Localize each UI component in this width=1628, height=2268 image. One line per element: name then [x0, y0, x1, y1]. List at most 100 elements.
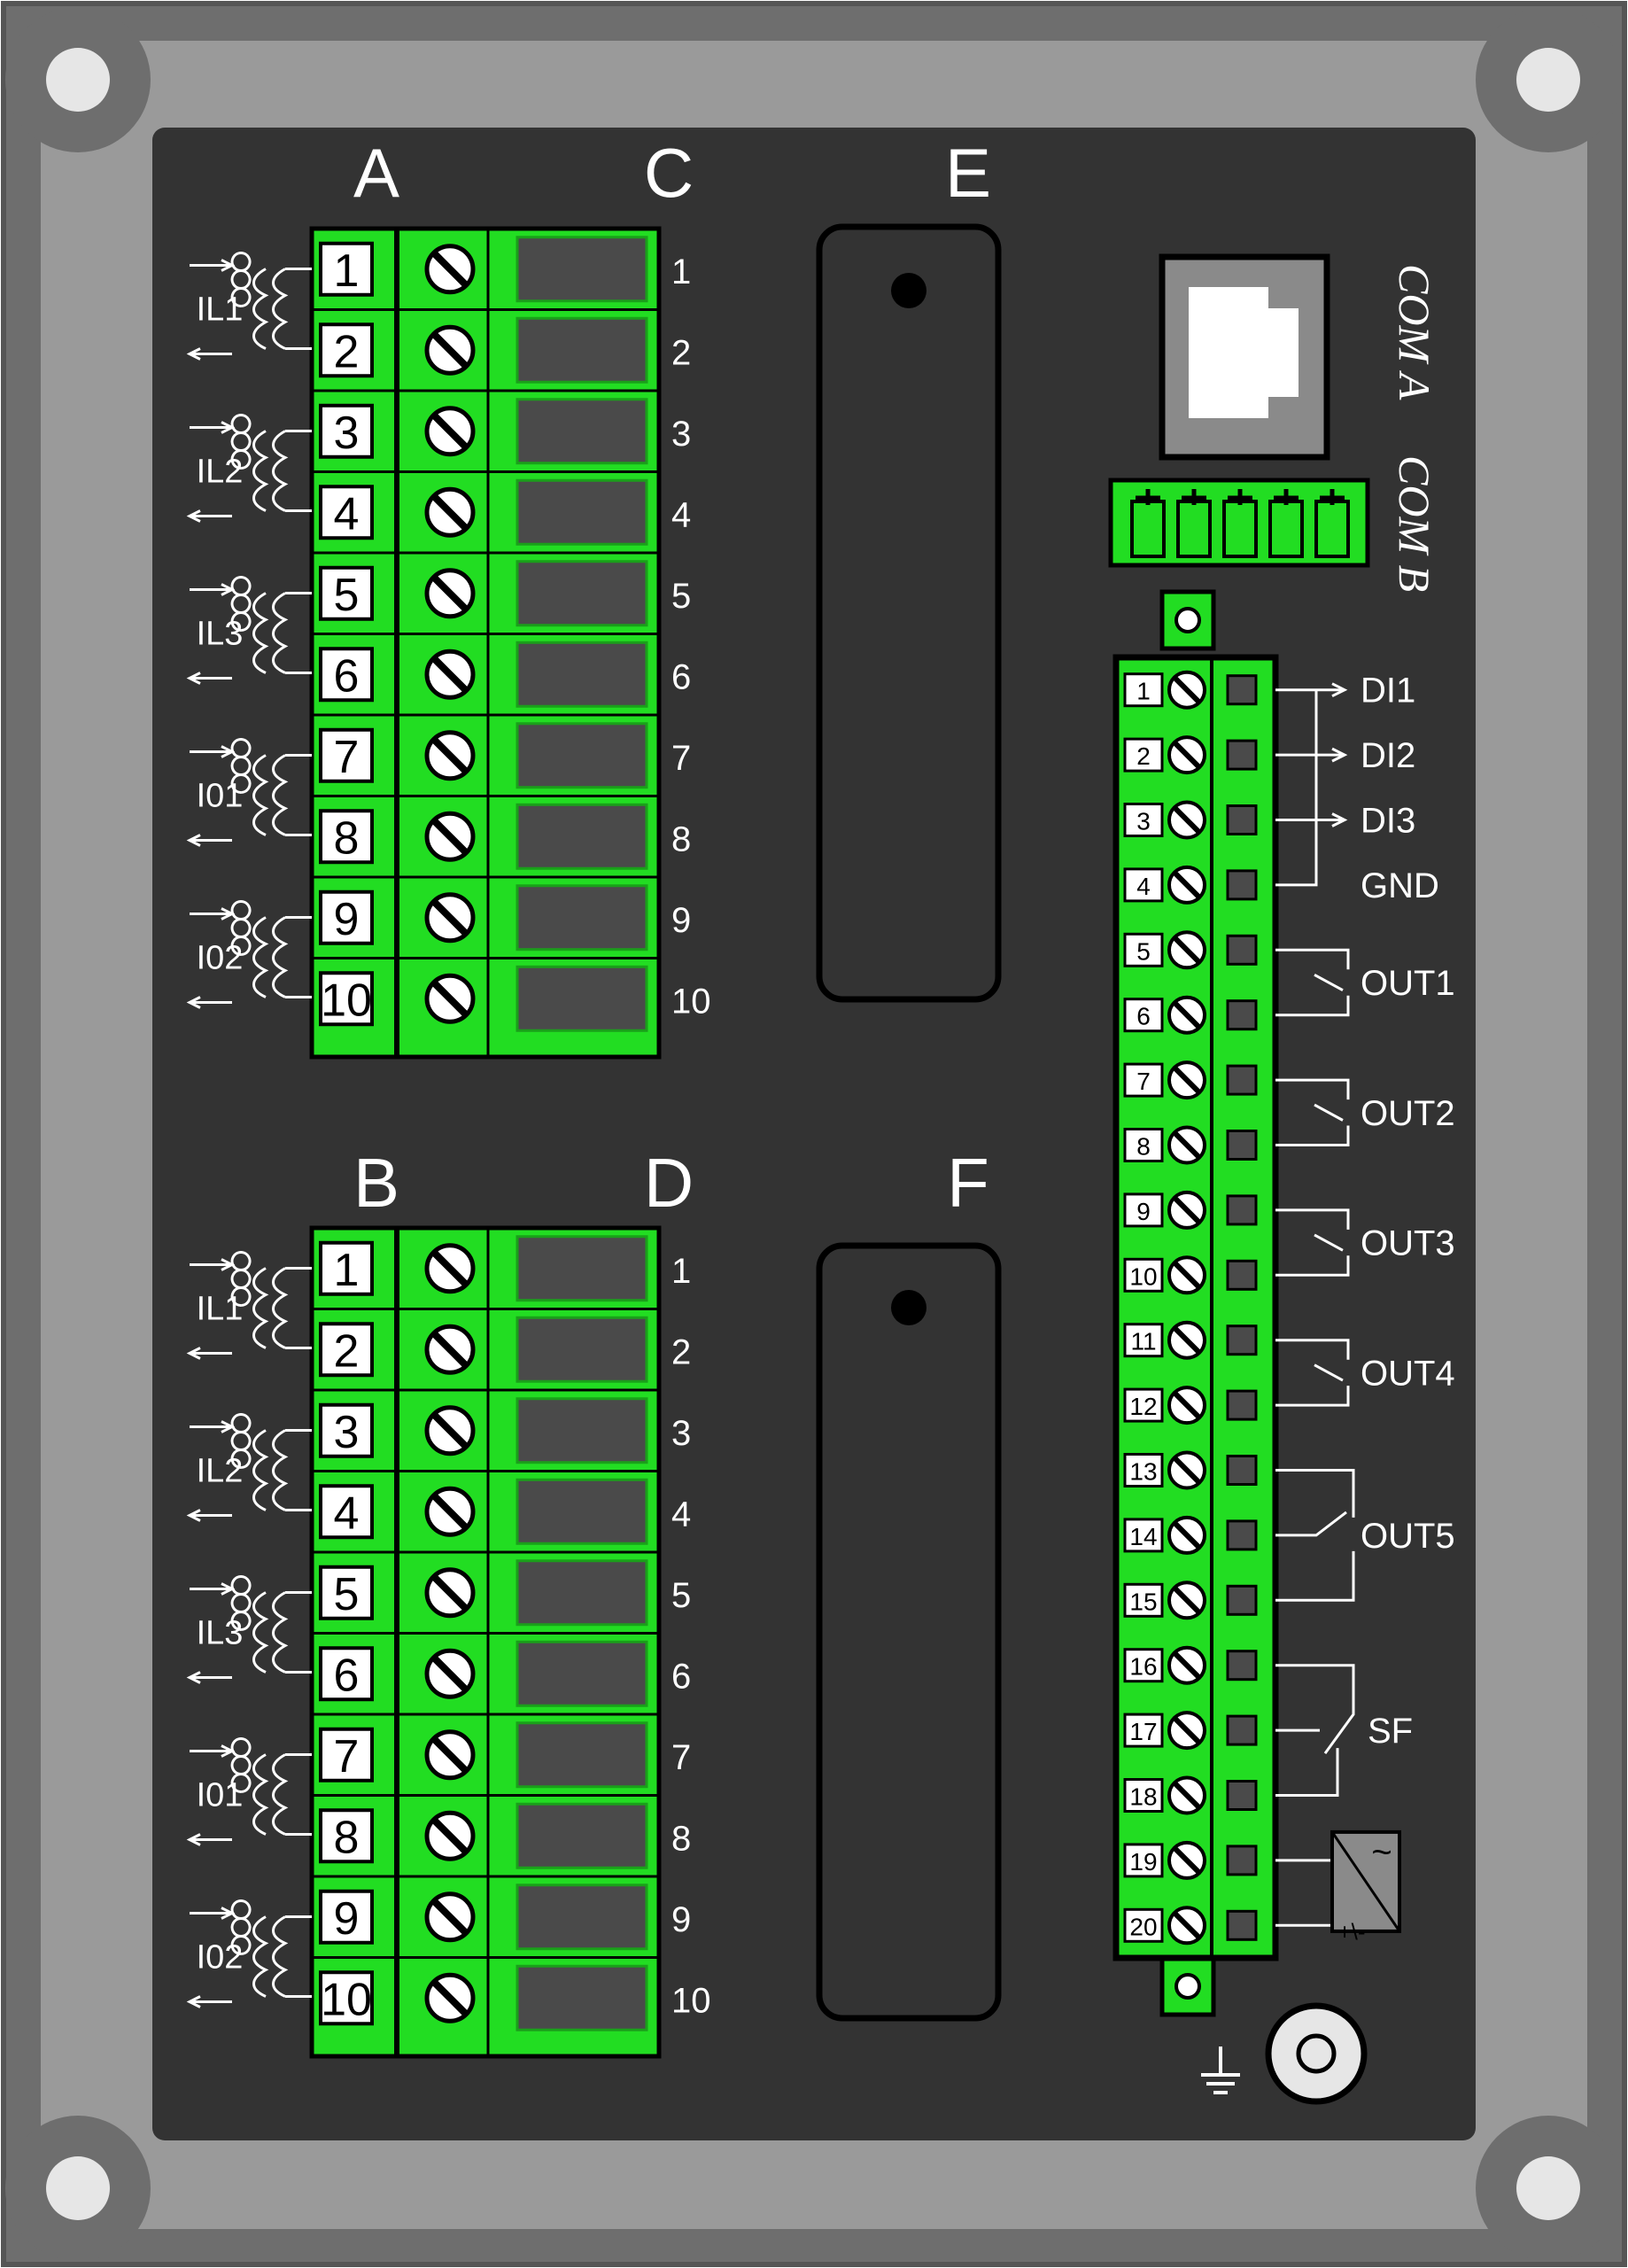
screw-icon[interactable] — [1167, 735, 1206, 775]
screw-icon[interactable] — [424, 1243, 476, 1294]
screw-icon[interactable] — [1167, 1190, 1206, 1230]
wire-entry[interactable] — [516, 1640, 648, 1707]
screw-icon[interactable] — [1167, 1255, 1206, 1295]
screw-icon[interactable] — [424, 1972, 476, 2023]
wire-entry[interactable] — [516, 722, 648, 789]
strip-pin-box — [1123, 1648, 1164, 1683]
wire-entry[interactable] — [516, 1802, 648, 1869]
wire-entry[interactable] — [516, 478, 648, 546]
screw-icon[interactable] — [424, 1324, 476, 1375]
screw-icon[interactable] — [1167, 930, 1206, 970]
screw-icon[interactable] — [424, 486, 476, 538]
strip-pin-number: 11 — [1130, 1328, 1156, 1355]
screw-icon[interactable] — [1167, 1840, 1206, 1880]
screw-icon[interactable] — [1167, 1060, 1206, 1100]
com-a-port[interactable] — [1159, 253, 1330, 461]
strip-wire-entry[interactable] — [1226, 934, 1258, 966]
wire-entry[interactable] — [516, 1721, 648, 1789]
screw-icon[interactable] — [1167, 1125, 1206, 1165]
wire-entry[interactable] — [516, 560, 648, 627]
screw-icon[interactable] — [424, 1486, 476, 1537]
wire-entry[interactable] — [516, 641, 648, 708]
screw-icon[interactable] — [1167, 800, 1206, 840]
wire-entry[interactable] — [516, 236, 648, 303]
screw-icon[interactable] — [424, 1891, 476, 1943]
screw-icon[interactable] — [424, 1567, 476, 1619]
digital-input-wiring — [1275, 682, 1348, 887]
screw-icon[interactable] — [424, 811, 476, 862]
strip-wire-entry[interactable] — [1226, 1259, 1258, 1291]
com-b-pin[interactable] — [1176, 489, 1212, 558]
screw-icon[interactable] — [1167, 1515, 1206, 1555]
com-b-pin[interactable] — [1314, 489, 1350, 558]
strip-wire-entry[interactable] — [1226, 804, 1258, 835]
strip-wire-entry[interactable] — [1226, 999, 1258, 1031]
out4-label: OUT4 — [1361, 1354, 1455, 1393]
strip-wire-entry[interactable] — [1226, 1130, 1258, 1161]
wire-entry[interactable] — [516, 1964, 648, 2031]
wire-entry[interactable] — [516, 1235, 648, 1302]
screw-icon[interactable] — [424, 730, 476, 781]
screw-icon[interactable] — [1167, 1320, 1206, 1360]
screw-icon[interactable] — [1167, 1450, 1206, 1490]
strip-wire-entry[interactable] — [1226, 1650, 1258, 1682]
com-b-connector[interactable] — [1108, 478, 1370, 568]
screw-icon[interactable] — [424, 1648, 476, 1699]
wire-entry[interactable] — [516, 398, 648, 465]
strip-wire-entry[interactable] — [1226, 674, 1258, 706]
ground-stud-icon[interactable] — [1265, 2002, 1368, 2105]
com-b-pin[interactable] — [1268, 489, 1304, 558]
strip-wire-entry[interactable] — [1226, 1845, 1258, 1876]
strip-wire-entry[interactable] — [1226, 1324, 1258, 1356]
com-b-pin[interactable] — [1222, 489, 1258, 558]
strip-wire-entry[interactable] — [1226, 1519, 1258, 1551]
strip-wire-entry[interactable] — [1226, 1780, 1258, 1811]
wire-entry[interactable] — [516, 316, 648, 384]
screw-icon[interactable] — [1167, 1645, 1206, 1685]
strip-wire-entry[interactable] — [1226, 1714, 1258, 1746]
strip-wire-entry[interactable] — [1226, 1584, 1258, 1616]
screw-icon[interactable] — [1167, 1775, 1206, 1815]
wire-entry[interactable] — [516, 1397, 648, 1464]
screw-icon[interactable] — [1167, 995, 1206, 1035]
wire-entry[interactable] — [516, 803, 648, 870]
strip-wire-entry[interactable] — [1226, 1064, 1258, 1096]
wire-entry[interactable] — [516, 884, 648, 951]
screw-icon[interactable] — [424, 406, 476, 457]
relay-contact-out3 — [1275, 1208, 1350, 1277]
screw-icon[interactable] — [424, 324, 476, 376]
strip-wire-entry[interactable] — [1226, 869, 1258, 901]
com-b-label: COM B — [1390, 455, 1439, 592]
wire-entry[interactable] — [516, 1478, 648, 1545]
screw-icon[interactable] — [1167, 1386, 1206, 1425]
screw-icon[interactable] — [424, 1405, 476, 1456]
screw-icon[interactable] — [424, 973, 476, 1024]
screw-icon[interactable] — [424, 892, 476, 944]
screw-icon[interactable] — [1167, 670, 1206, 710]
strip-wire-entry[interactable] — [1226, 739, 1258, 771]
wire-entry[interactable] — [516, 965, 648, 1032]
slot-e-cover — [816, 223, 1002, 1003]
strip-pin-number: 7 — [1136, 1068, 1151, 1095]
sf-label: SF — [1368, 1712, 1413, 1751]
strip-wire-entry[interactable] — [1226, 1455, 1258, 1486]
ground-stud[interactable] — [1265, 2002, 1368, 2105]
screw-icon[interactable] — [424, 1810, 476, 1861]
screw-icon[interactable] — [1167, 1906, 1206, 1946]
pin-number: 10 — [321, 975, 372, 1026]
screw-icon[interactable] — [1167, 865, 1206, 905]
screw-icon[interactable] — [1167, 1581, 1206, 1620]
wire-entry[interactable] — [516, 1884, 648, 1951]
wire-entry[interactable] — [516, 1559, 648, 1627]
screw-icon[interactable] — [424, 568, 476, 619]
screw-icon[interactable] — [424, 244, 476, 295]
strip-wire-entry[interactable] — [1226, 1909, 1258, 1941]
strip-wire-entry[interactable] — [1226, 1194, 1258, 1226]
screw-icon[interactable] — [1167, 1711, 1206, 1751]
terminal-number-c: 9 — [671, 901, 691, 940]
strip-wire-entry[interactable] — [1226, 1389, 1258, 1421]
screw-icon[interactable] — [424, 649, 476, 700]
com-b-pin[interactable] — [1130, 489, 1166, 558]
wire-entry[interactable] — [516, 1316, 648, 1383]
screw-icon[interactable] — [424, 1729, 476, 1781]
